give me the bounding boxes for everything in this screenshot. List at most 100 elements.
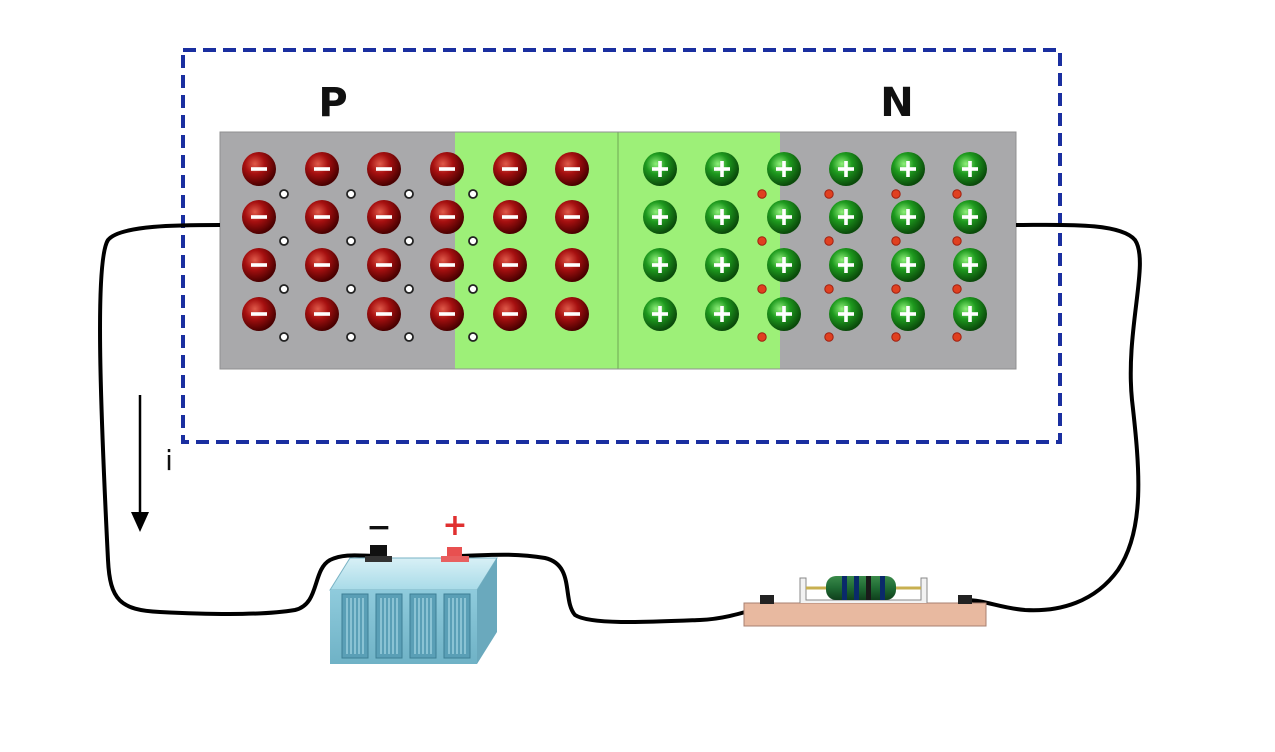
- positive-ion-icon: [767, 152, 801, 186]
- battery-cell: [409, 593, 437, 659]
- current-label: i: [165, 444, 173, 477]
- electron-icon: [952, 284, 962, 294]
- negative-ion-icon: [555, 152, 589, 186]
- resistor-icon: [743, 576, 987, 627]
- negative-ion-icon: [430, 152, 464, 186]
- positive-ion-icon: [705, 152, 739, 186]
- positive-ion-icon: [829, 297, 863, 331]
- p-label: P: [318, 80, 347, 126]
- hole-icon: [468, 332, 478, 342]
- wire-right: [964, 222, 1142, 613]
- battery-positive-terminal-base: [441, 556, 469, 562]
- electron-icon: [757, 236, 767, 246]
- hole-icon: [279, 236, 289, 246]
- electron-icon: [757, 284, 767, 294]
- wire-middle: [454, 552, 771, 625]
- negative-ion-icon: [242, 248, 276, 282]
- battery-cell: [341, 593, 369, 659]
- negative-ion-icon: [305, 200, 339, 234]
- electron-icon: [757, 189, 767, 199]
- positive-ion-icon: [705, 297, 739, 331]
- hole-icon: [279, 189, 289, 199]
- positive-ion-icon: [891, 200, 925, 234]
- positive-ion-icon: [643, 152, 677, 186]
- hole-icon: [346, 236, 356, 246]
- positive-ion-icon: [829, 200, 863, 234]
- hole-icon: [346, 189, 356, 199]
- electron-icon: [952, 236, 962, 246]
- positive-ion-icon: [953, 152, 987, 186]
- hole-icon: [468, 189, 478, 199]
- negative-ion-icon: [430, 200, 464, 234]
- electron-icon: [952, 189, 962, 199]
- battery-cells: [341, 593, 471, 659]
- positive-ion-icon: [829, 248, 863, 282]
- battery-cell: [443, 593, 471, 659]
- positive-ion-icon: [643, 200, 677, 234]
- hole-icon: [279, 332, 289, 342]
- depletion-region-n-side: [618, 132, 780, 369]
- battery-negative-terminal-base: [365, 556, 392, 562]
- ions-layer: [242, 152, 987, 331]
- positive-ion-icon: [643, 248, 677, 282]
- electron-icon: [891, 236, 901, 246]
- negative-ion-icon: [555, 248, 589, 282]
- battery-icon: [329, 545, 498, 664]
- depletion-region-p-side: [455, 132, 618, 369]
- electron-icon: [757, 332, 767, 342]
- positive-ion-icon: [953, 200, 987, 234]
- hole-icon: [404, 332, 414, 342]
- hole-icon: [279, 284, 289, 294]
- negative-ion-icon: [493, 200, 527, 234]
- positive-ion-icon: [767, 297, 801, 331]
- electron-icon: [824, 332, 834, 342]
- electron-icon: [824, 236, 834, 246]
- battery-cell: [375, 593, 403, 659]
- positive-ion-icon: [767, 248, 801, 282]
- negative-ion-icon: [493, 297, 527, 331]
- hole-icon: [468, 236, 478, 246]
- negative-ion-icon: [242, 152, 276, 186]
- negative-ion-icon: [305, 248, 339, 282]
- electron-icon: [891, 189, 901, 199]
- electron-icon: [952, 332, 962, 342]
- electron-icon: [891, 284, 901, 294]
- positive-ion-icon: [643, 297, 677, 331]
- positive-ion-icon: [891, 297, 925, 331]
- negative-ion-icon: [555, 297, 589, 331]
- positive-ion-icon: [953, 297, 987, 331]
- battery-negative-terminal: [370, 545, 387, 557]
- negative-ion-icon: [305, 297, 339, 331]
- wire-left: [98, 223, 379, 616]
- battery-negative-label: −: [366, 510, 391, 545]
- negative-ion-icon: [367, 200, 401, 234]
- negative-ion-icon: [430, 297, 464, 331]
- hole-icon: [468, 284, 478, 294]
- electron-icon: [824, 189, 834, 199]
- n-label: N: [880, 80, 913, 126]
- hole-icon: [404, 236, 414, 246]
- negative-ion-icon: [305, 152, 339, 186]
- negative-ion-icon: [367, 297, 401, 331]
- electron-icon: [891, 332, 901, 342]
- positive-ion-icon: [705, 248, 739, 282]
- negative-ion-icon: [555, 200, 589, 234]
- negative-ion-icon: [242, 200, 276, 234]
- positive-ion-icon: [891, 152, 925, 186]
- resistor-base: [743, 602, 987, 627]
- positive-ion-icon: [705, 200, 739, 234]
- negative-ion-icon: [242, 297, 276, 331]
- crystal-outline: [219, 131, 1017, 370]
- positive-ion-icon: [953, 248, 987, 282]
- negative-ion-icon: [367, 248, 401, 282]
- positive-ion-icon: [767, 200, 801, 234]
- resistor-body: [826, 576, 896, 600]
- hole-icon: [346, 332, 356, 342]
- device-boundary-box: [181, 48, 1062, 444]
- hole-icon: [346, 284, 356, 294]
- battery-positive-terminal: [447, 547, 462, 557]
- electron-icon: [824, 284, 834, 294]
- positive-ion-icon: [891, 248, 925, 282]
- negative-ion-icon: [367, 152, 401, 186]
